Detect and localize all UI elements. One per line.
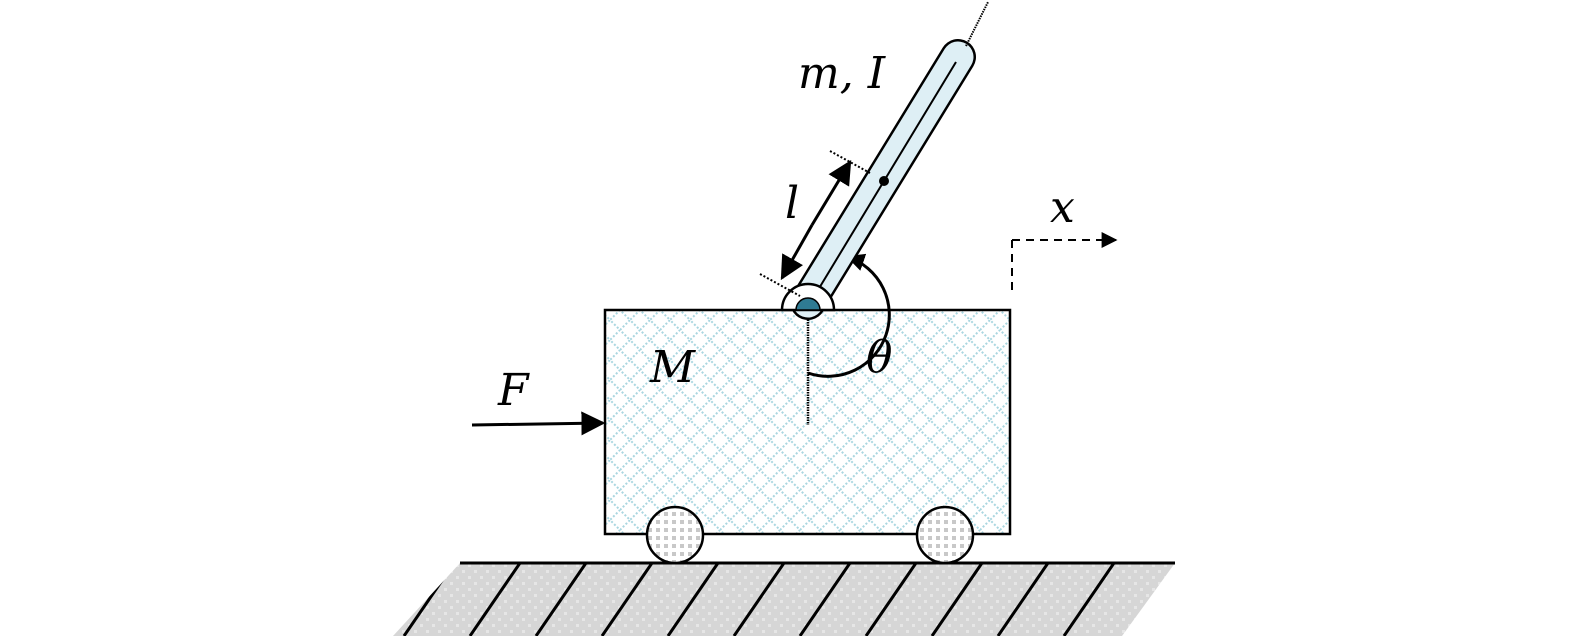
ground bbox=[393, 561, 1175, 636]
pole-center-of-mass bbox=[879, 176, 889, 186]
pole-top-extension bbox=[965, 1, 989, 47]
pole-centerline bbox=[817, 61, 957, 291]
angle-arc bbox=[807, 253, 891, 378]
left-wheel bbox=[645, 505, 705, 565]
pendulum-pole bbox=[790, 1, 989, 320]
force-label: F bbox=[497, 365, 530, 416]
pendulum-mass-inertia-label: m, I bbox=[798, 48, 887, 99]
cart-mass-label: M bbox=[649, 342, 696, 393]
right-wheel bbox=[915, 505, 975, 565]
ground-surface bbox=[393, 563, 1175, 636]
pivot-joint bbox=[780, 282, 836, 312]
angle-label: θ bbox=[866, 332, 893, 383]
length-dimension bbox=[759, 150, 871, 297]
position-label: x bbox=[1050, 182, 1075, 233]
x-direction-indicator bbox=[1011, 232, 1118, 290]
force-arrow bbox=[471, 411, 606, 436]
length-label: l bbox=[785, 178, 799, 229]
